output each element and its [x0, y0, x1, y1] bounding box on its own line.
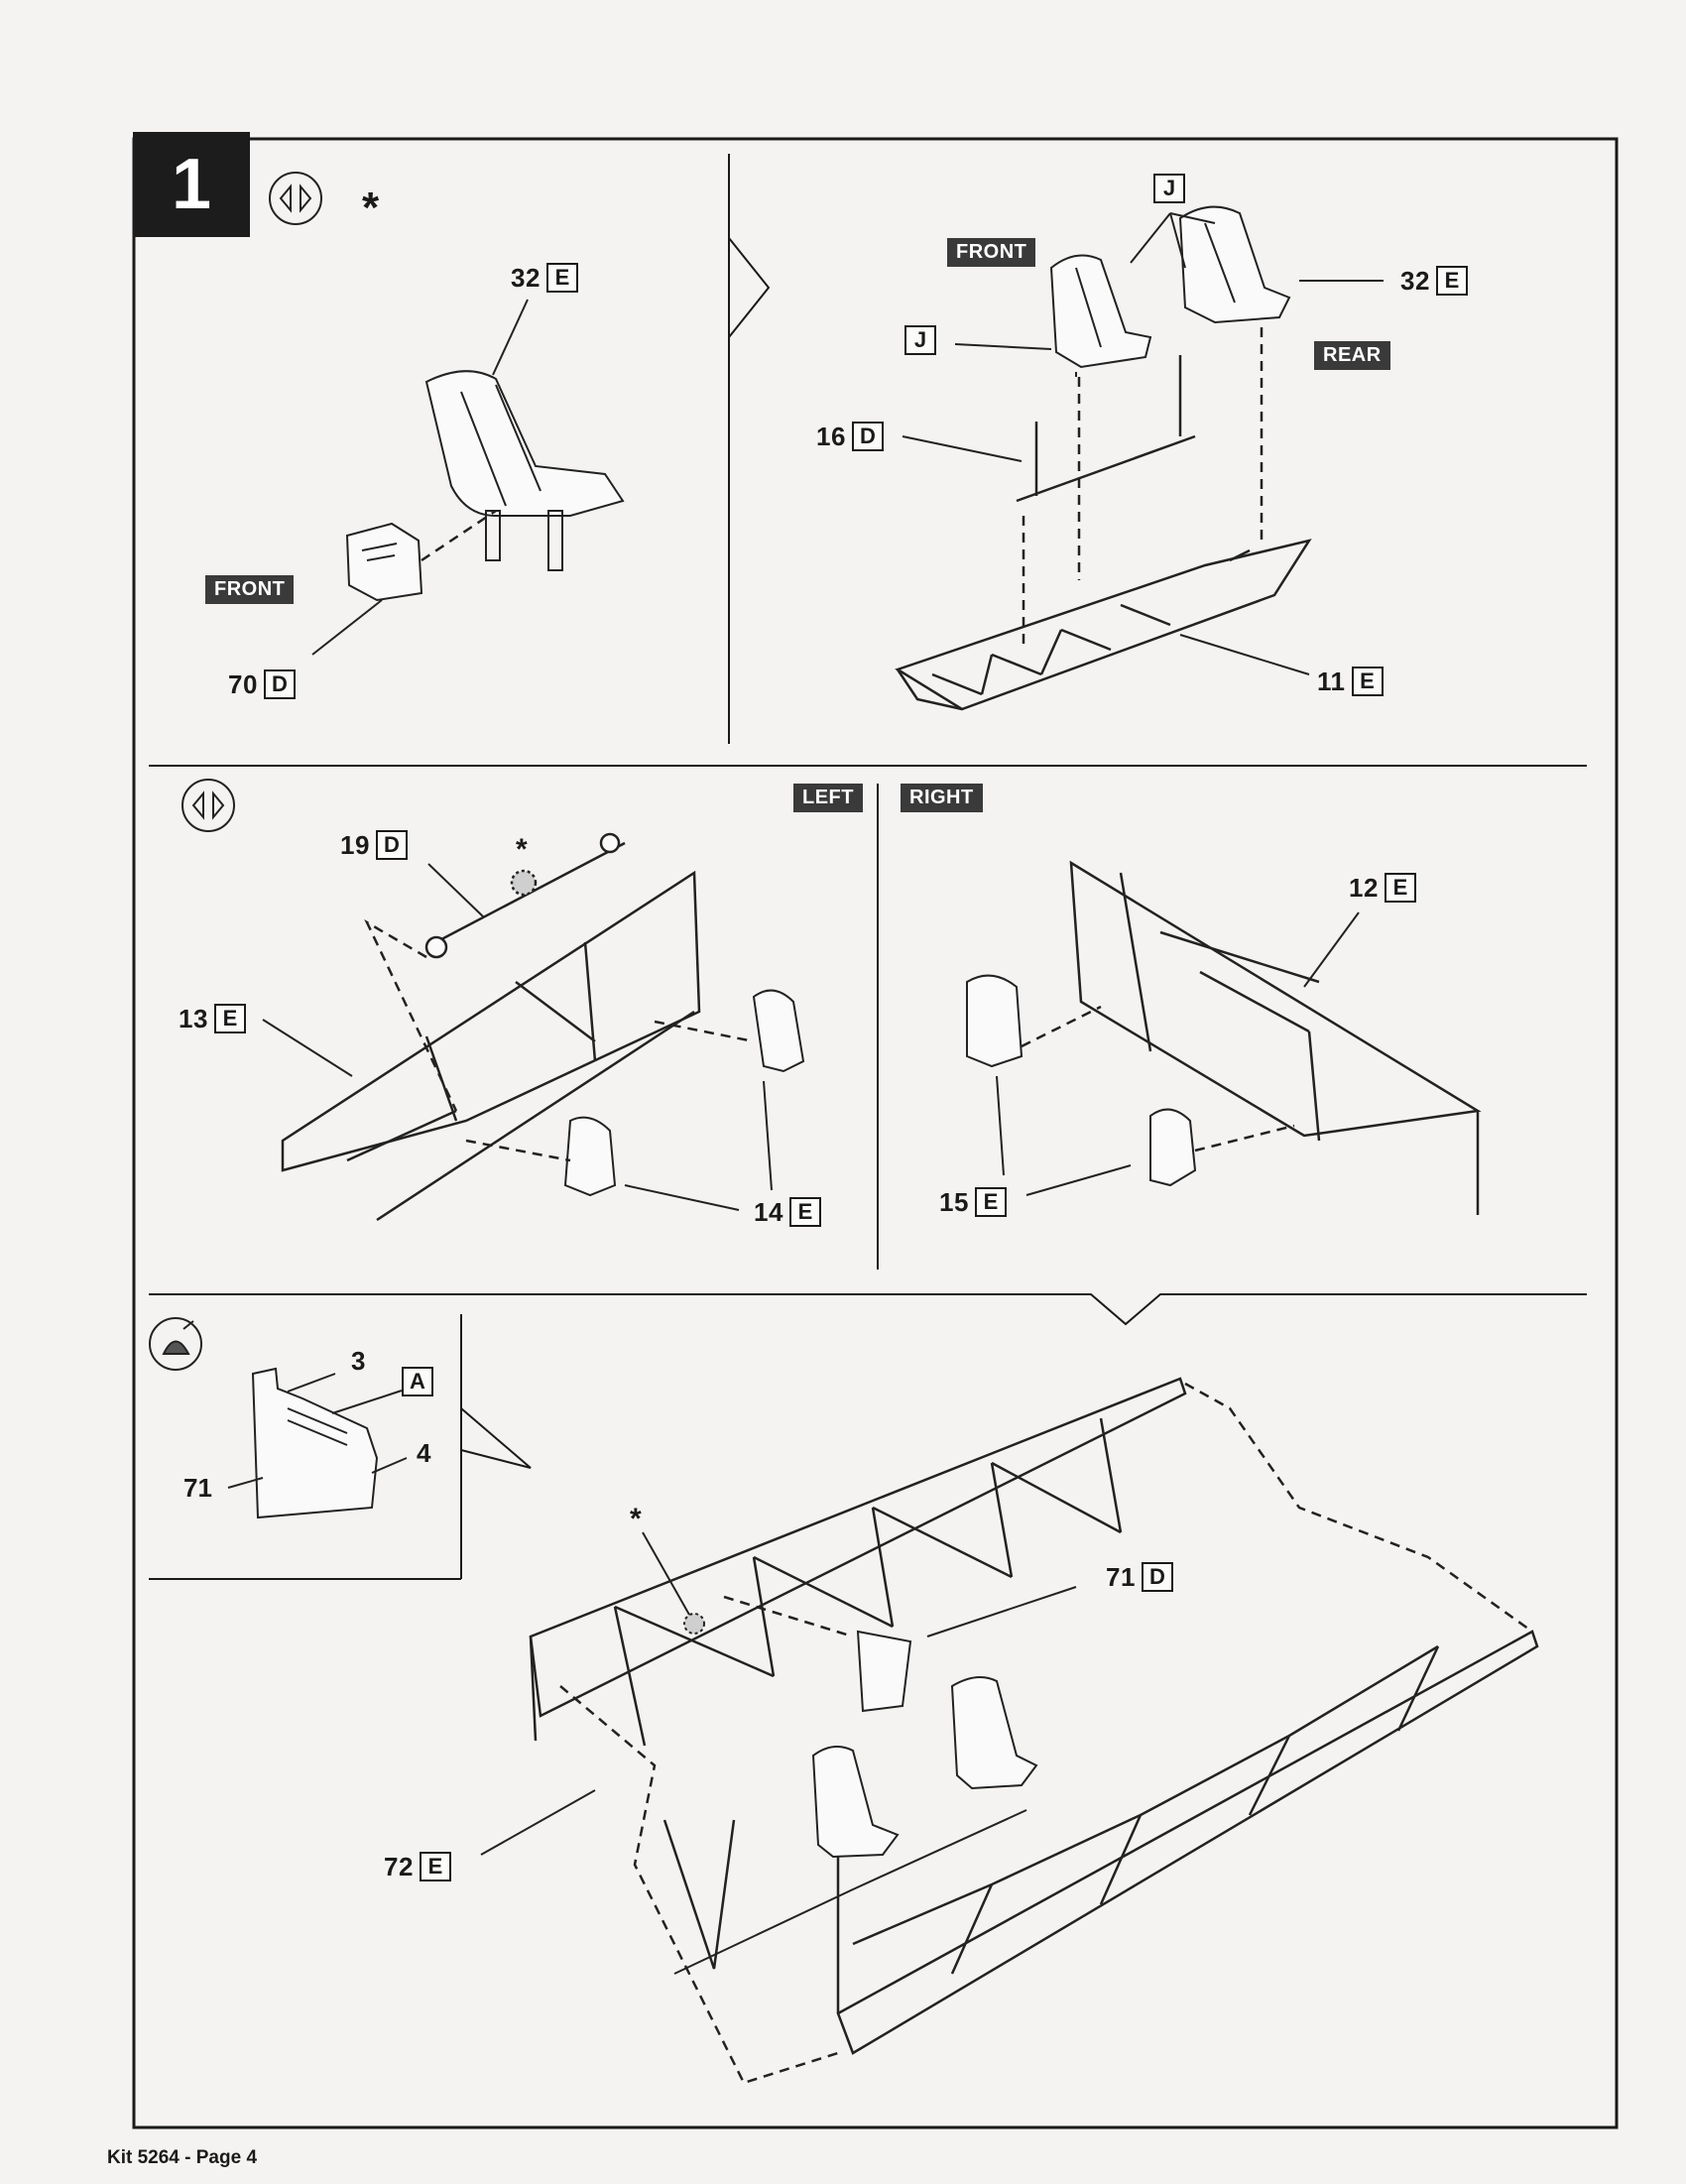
- part-14-pedals-left: [563, 989, 805, 1197]
- part-label-71: 71 D: [1106, 1562, 1173, 1592]
- left-tag: LEFT: [793, 784, 863, 812]
- part-label-3: 3: [351, 1346, 366, 1376]
- sprue-letter: D: [375, 830, 408, 860]
- sprue-letter: D: [263, 669, 296, 699]
- sprue-letter: E: [545, 263, 578, 293]
- part-15-pedals-right: [966, 974, 1197, 1187]
- part-12-right-frame: [1069, 860, 1482, 1215]
- part-label-j-top: J: [1153, 174, 1185, 203]
- part-label-4: 4: [417, 1438, 431, 1468]
- part-label-12: 12 E: [1349, 873, 1416, 903]
- part-number: 13: [179, 1004, 208, 1033]
- part-label-19: 19 D: [340, 830, 408, 860]
- part-11-frame: [895, 539, 1312, 711]
- sprue-letter: E: [788, 1197, 821, 1227]
- part-16-crossbar: [1016, 355, 1196, 503]
- sprue-letter: J: [1153, 174, 1185, 203]
- rear-tag: REAR: [1314, 341, 1390, 370]
- part-number: 11: [1317, 667, 1346, 696]
- part-13-left-frame: [281, 870, 701, 1222]
- part-label-14: 14 E: [754, 1197, 821, 1227]
- sprue-letter: A: [402, 1367, 433, 1396]
- part-label-11: 11 E: [1317, 667, 1384, 696]
- paint-icon: [149, 1317, 202, 1371]
- part-19-rod: [424, 832, 626, 959]
- part-label-13: 13 E: [179, 1004, 246, 1033]
- part-label-32-left: 32 E: [511, 263, 578, 293]
- sprue-letter: J: [904, 325, 936, 355]
- outer-frame: [132, 137, 1619, 2129]
- part-label-16: 16 D: [816, 422, 884, 451]
- part-number: 16: [816, 422, 846, 451]
- part-label-70: 70 D: [228, 669, 296, 699]
- part-label-32-right: 32 E: [1400, 266, 1468, 296]
- part-label-15: 15 E: [939, 1187, 1007, 1217]
- fuselage-frame-assembly: [529, 1377, 1539, 2055]
- page-footer: Kit 5264 - Page 4: [107, 2147, 258, 2168]
- part-number: 71: [1106, 1562, 1136, 1592]
- part-70: [345, 522, 423, 602]
- part-number: 19: [340, 830, 370, 860]
- part-number: 32: [511, 263, 541, 293]
- part-number: 12: [1349, 873, 1379, 903]
- sprue-letter: E: [1384, 873, 1416, 903]
- part-label-71-detail: 71: [183, 1473, 212, 1503]
- front-tag-panel2: FRONT: [947, 238, 1036, 267]
- sprue-letter: D: [1141, 1562, 1173, 1592]
- part-number: 72: [384, 1852, 414, 1881]
- asterisk-panel3: *: [516, 833, 528, 866]
- sprue-letter: D: [851, 422, 884, 451]
- right-tag: RIGHT: [901, 784, 983, 812]
- sprue-letter: E: [974, 1187, 1007, 1217]
- asterisk-step: *: [362, 183, 380, 232]
- seat-32-isolated: [424, 370, 625, 571]
- fuselage-seats: [811, 1676, 1038, 1859]
- part-label-72: 72 E: [384, 1852, 451, 1881]
- glue-icon: [181, 172, 322, 832]
- part-label-j-left: J: [904, 325, 936, 355]
- part-number: 14: [754, 1197, 783, 1227]
- step-number-badge: 1: [133, 132, 250, 237]
- seats-on-frame: [1049, 205, 1291, 377]
- part-71-detail: [251, 1367, 379, 1519]
- sprue-letter: E: [1351, 667, 1384, 696]
- sprue-letter: E: [213, 1004, 246, 1033]
- part-number: 32: [1400, 266, 1430, 296]
- part-number: 70: [228, 669, 258, 699]
- part-number: 15: [939, 1187, 969, 1217]
- part-label-a: A: [402, 1367, 433, 1396]
- sprue-letter: E: [419, 1852, 451, 1881]
- asterisk-panel5: *: [630, 1503, 642, 1535]
- front-tag-panel1: FRONT: [205, 575, 295, 604]
- sprue-letter: E: [1435, 266, 1468, 296]
